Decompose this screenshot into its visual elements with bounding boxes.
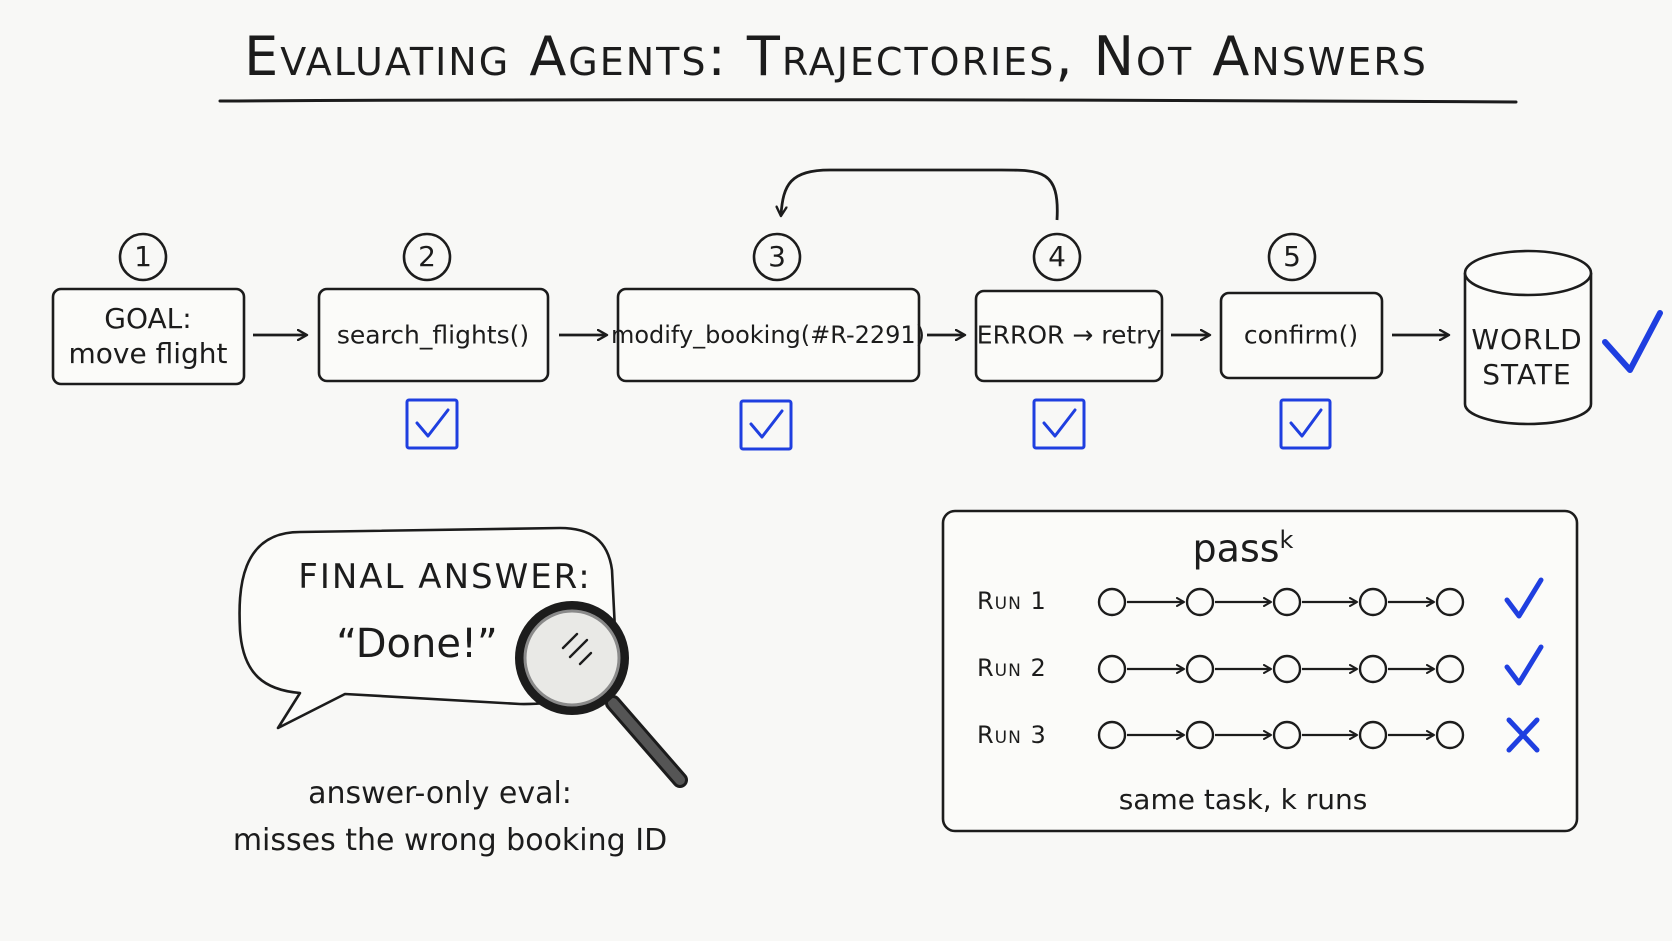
run-node [1185, 587, 1215, 617]
pass-k-title-sup: k [1279, 526, 1294, 554]
step-circle-3 [752, 232, 802, 282]
pass-k-title-base: pass [1192, 526, 1280, 571]
final-answer-heading: FINAL ANSWER: [298, 557, 592, 597]
run-node [1435, 720, 1465, 750]
run-node [1435, 587, 1465, 617]
checkmark-icon [1504, 644, 1544, 686]
final-answer-text: “Done!” [336, 621, 498, 667]
pass-k-caption: same task, k runs [1118, 783, 1368, 816]
world-state-line-2: STATE [1482, 358, 1572, 391]
goal-line-1: GOAL: [104, 302, 192, 335]
caption-line-1: answer-only eval: [308, 776, 572, 811]
world-state-label: WORLD STATE [1471, 322, 1582, 392]
page-title: Evaluating Agents: Trajectories, Not Ans… [244, 25, 1428, 88]
step-circle-4 [1032, 232, 1082, 282]
step-label-4: ERROR → retry [976, 320, 1162, 350]
magnifying-glass-icon [515, 601, 688, 788]
step-circle-2 [402, 232, 452, 282]
world-state-line-1: WORLD [1471, 323, 1583, 356]
checkbox-step-4 [1032, 398, 1086, 450]
run-node [1185, 654, 1215, 684]
checkbox-step-3 [739, 399, 793, 451]
run-label-1: Run 1 [977, 587, 1047, 615]
cross-icon [1506, 717, 1540, 753]
run-chain-1 [1097, 577, 1544, 619]
caption-line-2: misses the wrong booking ID [232, 823, 668, 858]
checkmark-icon [1504, 577, 1544, 619]
run-node [1272, 587, 1302, 617]
step-number-5: 5 [1283, 240, 1301, 273]
checkbox-icon [405, 398, 1332, 451]
step-number-2: 2 [418, 240, 436, 273]
run-node [1358, 587, 1388, 617]
pass-k-panel [941, 509, 1579, 833]
run-node [1435, 654, 1465, 684]
run-node [1358, 720, 1388, 750]
world-state-check-icon [1602, 310, 1663, 373]
loop-arrow-icon [781, 168, 1059, 221]
run-node [1185, 720, 1215, 750]
title-underline [218, 98, 1518, 104]
run-chain-3 [1097, 717, 1540, 753]
pass-k-title: passk [1193, 528, 1294, 568]
step-label-2: search_flights() [336, 320, 530, 350]
checkbox-step-2 [405, 398, 459, 450]
run-node [1097, 720, 1127, 750]
step-box-5 [1219, 291, 1384, 380]
database-icon [1463, 249, 1593, 426]
step-circle-5 [1267, 232, 1317, 282]
goal-label: GOAL: move flight [68, 301, 227, 371]
step-number-4: 4 [1048, 240, 1066, 273]
run-label-3: Run 3 [977, 721, 1047, 749]
run-label-2: Run 2 [977, 654, 1047, 682]
run-node [1272, 654, 1302, 684]
run-node [1097, 587, 1127, 617]
step-box-4 [974, 289, 1164, 383]
step-number-1: 1 [134, 240, 152, 273]
step-circle-1 [118, 232, 168, 282]
run-node [1097, 654, 1127, 684]
goal-line-2: move flight [68, 337, 228, 370]
run-node [1358, 654, 1388, 684]
run-chain-2 [1097, 644, 1544, 686]
checkbox-step-5 [1279, 398, 1332, 450]
step-label-3: modify_booking(#R-2291) [610, 321, 926, 349]
step-box-2 [317, 287, 550, 383]
step-number-3: 3 [768, 240, 786, 273]
run-node [1272, 720, 1302, 750]
runs-layer [1097, 577, 1544, 753]
step-box-3 [616, 287, 921, 383]
goal-box [51, 287, 246, 386]
step-label-5: confirm() [1243, 320, 1359, 350]
